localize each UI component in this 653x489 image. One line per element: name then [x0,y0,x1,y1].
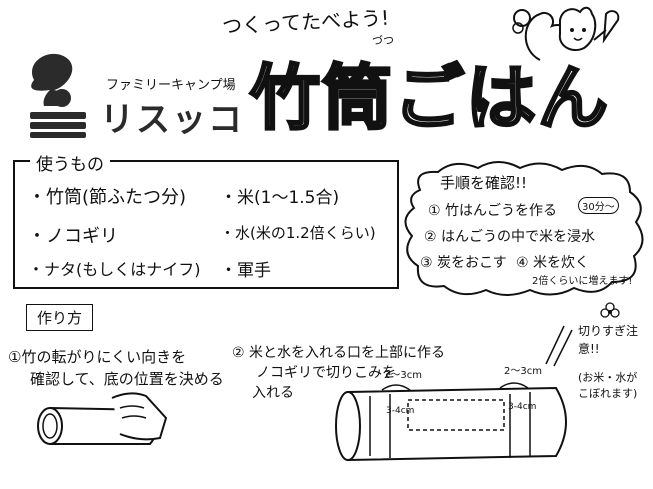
depth-left: 3-4cm [386,406,415,416]
materials-heading: 使うもの [30,150,110,175]
bamboo-cut-diagram [335,382,567,462]
howto-heading-box: 作り方 [26,304,94,331]
howto-heading: 作り方 [37,309,83,327]
title-furigana: づつ [372,34,394,47]
time-note: 30分〜 [582,202,615,213]
step-item: ① 竹はんごうを作る [428,203,558,219]
step2-text: ② 米と水を入れる口を上部に作る [232,345,446,361]
page-subtitle: つくってたべよう! [221,5,390,39]
materials-box [13,160,399,289]
page-title: 竹筒ごはん [249,56,610,141]
steps-heading: 手順を確認!! [440,174,528,192]
step-item: ④ 米を炊く [516,255,590,271]
brand-name: リスッコ [100,100,244,140]
flower-icon [600,302,620,318]
brand-kana: ファミリーキャンプ場 [106,78,236,93]
material-item: ・水(米の1.2倍くらい) [220,224,376,242]
squirrel-mascot-icon [512,6,620,61]
steam-logo-icon [30,53,86,138]
saw-motion-lines-icon [545,325,573,367]
step1-text: ①竹の転がりにくい向きを [8,348,187,366]
material-item: ・米(1〜1.5合) [220,188,340,208]
depth-right: 3-4cm [508,402,537,412]
dim-left: 2〜3cm [384,370,422,381]
step-item: ③ 炭をおこす [420,255,507,271]
step1-text: 確認して、底の位置を決める [30,370,224,388]
material-item: ・軍手 [220,261,271,281]
step2-text: ノコギリで切りこみを [256,365,396,381]
caution-note: (お米・水がこぼれます) [578,371,638,400]
step-item: ② はんごうの中で米を浸水 [424,229,596,245]
material-item: ・ノコギリ [28,226,118,247]
steps-cloud [404,161,644,296]
bamboo-with-hand-illustration [37,392,168,445]
step2-text: 入れる [252,385,294,401]
expand-note: 2倍くらいに増えます! [532,276,633,287]
time-badge: 30分〜 [578,197,619,214]
brand-logo: ファミリーキャンプ場 リスッコ [14,40,244,140]
material-item: ・竹筒(節ふたつ分) [28,187,187,208]
dim-right: 2〜3cm [504,366,542,377]
material-item: ・ナタ(もしくはナイフ) [28,260,201,279]
caution-text: 切りすぎ注意!! [578,324,639,356]
